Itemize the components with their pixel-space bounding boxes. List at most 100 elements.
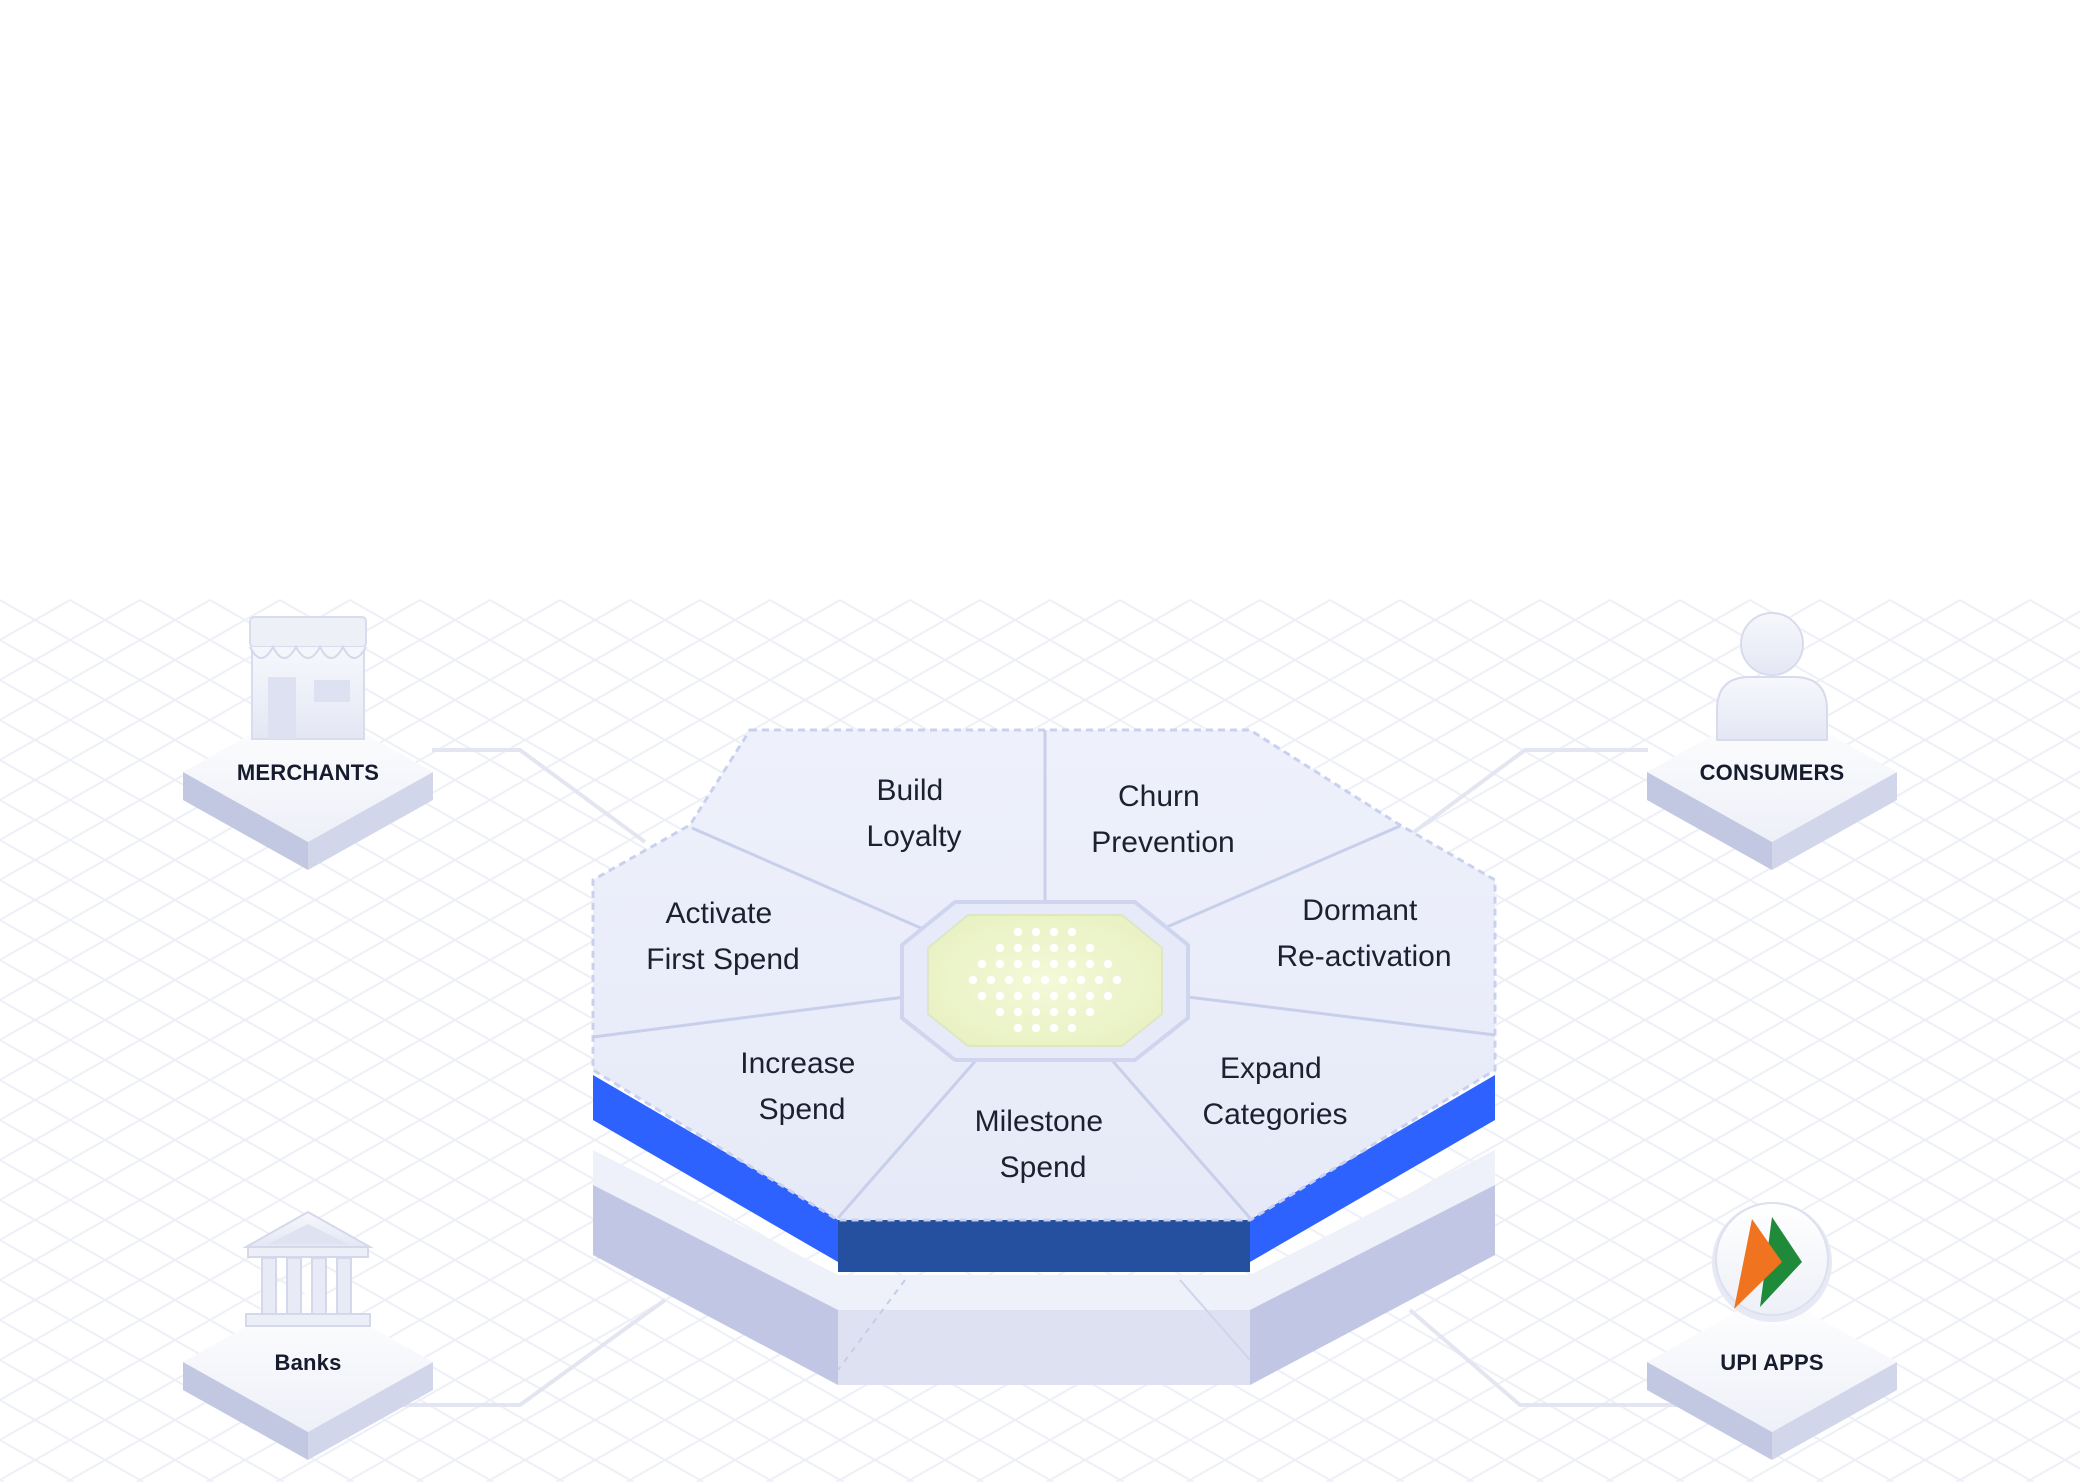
bank-building-icon	[242, 1210, 374, 1327]
grid-line	[0, 599, 211, 722]
grid-line	[2029, 599, 2080, 630]
segment-line-2: Spend	[1000, 1151, 1087, 1184]
core-dot	[1085, 1007, 1095, 1017]
connector-lines	[375, 748, 1705, 1407]
connector-upi-apps	[1408, 1308, 1705, 1407]
segment-line-1: Activate	[665, 897, 772, 930]
grid-line	[1256, 1010, 2080, 1482]
node-banks[interactable]: Banks	[183, 1210, 433, 1460]
grid-line	[1049, 599, 2080, 1190]
grid-line	[0, 599, 771, 1042]
node-label: MERCHANTS	[237, 760, 379, 785]
core-dot	[1103, 959, 1113, 969]
core-dot	[1004, 975, 1014, 985]
core-dot	[1085, 959, 1095, 969]
segment-line-1: Dormant	[1302, 894, 1418, 927]
hub-accent-band	[593, 1075, 1495, 1272]
node-consumers[interactable]: CONSUMERS	[1647, 612, 1897, 870]
core-dot	[1049, 1023, 1059, 1033]
segment-churn-prevention: Churn Prevention	[1091, 780, 1234, 859]
grid-line	[1606, 1210, 2080, 1482]
grid-line	[1676, 1250, 2080, 1482]
node-label: UPI APPS	[1720, 1350, 1823, 1375]
core-dot	[1067, 991, 1077, 1001]
segment-milestone-spend: Milestone Spend	[975, 1105, 1112, 1184]
core-dot	[1067, 959, 1077, 969]
core-dot	[1013, 943, 1023, 953]
core-dot	[995, 1007, 1005, 1017]
grid-line	[0, 599, 911, 1122]
node-upi-apps[interactable]: UPI APPS	[1647, 1202, 1897, 1460]
core-dot	[1031, 1023, 1041, 1033]
core-dot	[1049, 991, 1059, 1001]
node-merchants[interactable]: MERCHANTS	[183, 616, 433, 870]
segment-line-2: Prevention	[1091, 826, 1234, 859]
core-dot	[1013, 1023, 1023, 1033]
segment-labels: Build Loyalty Churn Prevention Activate …	[646, 774, 1451, 1184]
core-dot	[1058, 975, 1068, 985]
core-dot	[1031, 943, 1041, 953]
core-dot	[1112, 975, 1122, 985]
upi-orange-arrow	[1734, 1219, 1782, 1309]
core-dot	[995, 991, 1005, 1001]
grid-line	[0, 1278, 354, 1482]
storefront-icon	[249, 616, 367, 740]
grid-line	[1116, 930, 2080, 1482]
grid-line	[0, 1358, 214, 1482]
grid-line	[1186, 970, 2080, 1482]
core-dot	[977, 991, 987, 1001]
grid-line	[1399, 599, 2080, 990]
core-dot	[1103, 991, 1113, 1001]
grid-line	[0, 918, 984, 1482]
core-dot	[1049, 959, 1059, 969]
core-dot	[1049, 927, 1059, 937]
core-dot	[1049, 943, 1059, 953]
grid-line	[1396, 1090, 2080, 1482]
segment-line-1: Build	[876, 774, 943, 807]
grid-line	[0, 599, 71, 642]
segment-build-loyalty: Build Loyalty	[866, 774, 961, 853]
grid-line	[1189, 599, 2080, 1110]
core-dot	[1076, 975, 1086, 985]
segment-line-2: First Spend	[646, 943, 799, 976]
grid-line	[0, 958, 914, 1482]
node-label: CONSUMERS	[1700, 760, 1845, 785]
grid-line	[1816, 1330, 2080, 1482]
segment-activate-first-spend: Activate First Spend	[646, 897, 799, 976]
grid-line	[1956, 1410, 2080, 1482]
grid-line	[0, 599, 281, 762]
core-dot	[1013, 991, 1023, 1001]
segment-line-2: Categories	[1202, 1098, 1347, 1131]
grid-line	[0, 1038, 774, 1482]
core-dot	[995, 959, 1005, 969]
grid-line	[1819, 599, 2080, 750]
segment-line-1: Churn	[1118, 780, 1200, 813]
grid-line	[1679, 599, 2080, 830]
node-label: Banks	[274, 1350, 341, 1375]
hub-base	[593, 1150, 1495, 1385]
core-dot	[1049, 1007, 1059, 1017]
connector-banks	[375, 1298, 667, 1407]
core-dot	[1031, 1007, 1041, 1017]
core-dot-matrix	[968, 927, 1122, 1033]
segment-line-2: Spend	[759, 1093, 846, 1126]
segment-line-2: Re-activation	[1276, 940, 1451, 973]
segment-line-1: Increase	[740, 1047, 855, 1080]
grid-line	[1326, 1050, 2080, 1482]
core-dot	[1040, 975, 1050, 985]
connector-merchants	[432, 748, 647, 844]
segment-dormant-reactivation: Dormant Re-activation	[1276, 894, 1451, 973]
core-dot	[1067, 927, 1077, 937]
grid-line	[1259, 599, 2080, 1070]
hub-core	[900, 900, 1190, 1062]
upi-logo-icon	[1712, 1202, 1832, 1322]
core-dot	[1094, 975, 1104, 985]
core-dot	[968, 975, 978, 985]
segment-line-1: Milestone	[975, 1105, 1103, 1138]
connector-consumers	[1408, 748, 1648, 837]
grid-line	[0, 998, 844, 1482]
core-dot	[986, 975, 996, 985]
grid-line	[1119, 599, 2080, 1150]
core-dot	[1085, 943, 1095, 953]
